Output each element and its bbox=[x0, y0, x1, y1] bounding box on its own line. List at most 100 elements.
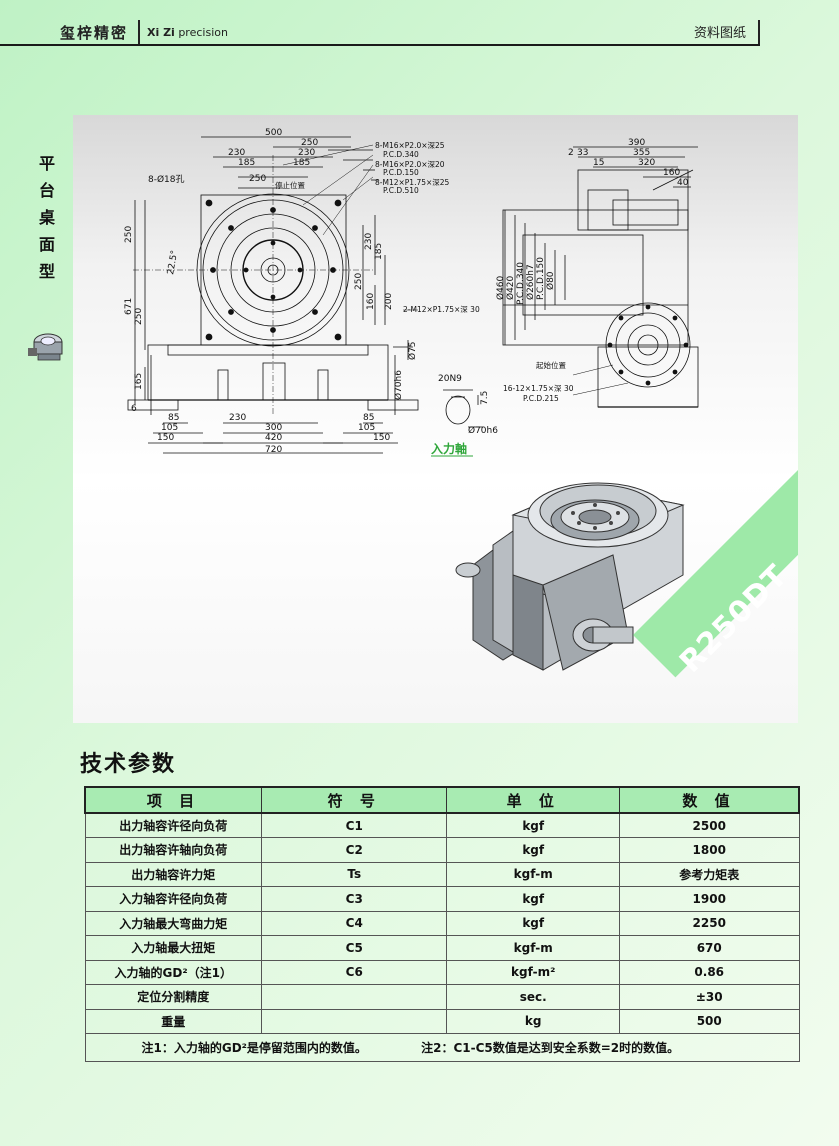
technical-drawing-panel: 500 250 230 230 185 185 250 8-Ø18孔 22.5°… bbox=[73, 115, 798, 723]
spec-pcd510: P.C.D.510 bbox=[383, 186, 419, 195]
spec-pcd150: P.C.D.150 bbox=[383, 168, 419, 177]
dim-phi260: Ø260h7 bbox=[525, 264, 536, 300]
table-notes-row: 注1：入力轴的GD²是停留范围内的数值。 注2：C1-C5数值是达到安全系数=2… bbox=[84, 1033, 800, 1062]
dim-230-v: 230 bbox=[364, 233, 374, 250]
cell-symbol bbox=[260, 984, 448, 1010]
front-base bbox=[147, 344, 389, 401]
dim-300: 300 bbox=[265, 423, 282, 433]
dim-2: 2 bbox=[568, 148, 574, 158]
table-row: 入力轴容许径向负荷 C3 kgf 1900 bbox=[84, 886, 800, 912]
dim-phi80: Ø80 bbox=[545, 271, 556, 290]
engineering-drawing: 500 250 230 230 185 185 250 8-Ø18孔 22.5°… bbox=[124, 128, 699, 671]
spec-m12-25: 8-M12×P1.75×深25 bbox=[375, 178, 450, 187]
cell-symbol: C5 bbox=[260, 935, 448, 961]
header-right-separator bbox=[758, 20, 760, 46]
dim-250-v3: 250 bbox=[354, 273, 364, 290]
cell-value: ±30 bbox=[618, 984, 800, 1010]
table-row: 出力轴容许力矩 Ts kgf-m 参考力矩表 bbox=[84, 861, 800, 887]
col-item: 项 目 bbox=[84, 786, 262, 814]
table-row: 入力轴最大扭矩 C5 kgf-m 670 bbox=[84, 935, 800, 961]
cell-unit: kgf-m bbox=[446, 935, 620, 961]
dim-390: 390 bbox=[628, 138, 645, 148]
side-flange-circle bbox=[605, 302, 691, 388]
table-row: 重量 kg 500 bbox=[84, 1008, 800, 1034]
dim-side-pcd340: P.C.D.340 bbox=[516, 262, 526, 305]
table-header-row: 项 目 符 号 单 位 数 值 bbox=[84, 786, 800, 814]
table-row: 入力轴的GD²（注1） C6 kgf-m² 0.86 bbox=[84, 959, 800, 985]
table-row: 入力轴最大弯曲力矩 C4 kgf 2250 bbox=[84, 910, 800, 936]
dim-185-right: 185 bbox=[293, 158, 310, 168]
cell-value: 2250 bbox=[618, 910, 800, 936]
cell-unit: kgf bbox=[446, 886, 620, 912]
dim-185-left: 185 bbox=[238, 158, 255, 168]
dim-320: 320 bbox=[638, 158, 655, 168]
spec-m16-25: 8-M16×P2.0×深25 bbox=[375, 141, 445, 150]
dim-15: 15 bbox=[593, 158, 604, 168]
brand-logo-text: 玺梓精密 bbox=[60, 24, 129, 42]
cell-symbol: C1 bbox=[260, 812, 448, 838]
cell-value: 1900 bbox=[618, 886, 800, 912]
dim-150-left: 150 bbox=[157, 433, 174, 443]
cell-value: 0.86 bbox=[618, 959, 800, 985]
dim-250-v1: 250 bbox=[124, 226, 134, 243]
dim-105-left: 105 bbox=[161, 423, 178, 433]
dim-holes: 8-Ø18孔 bbox=[148, 174, 185, 185]
dim-230-left: 230 bbox=[228, 148, 245, 158]
cell-item: 入力轴最大弯曲力矩 bbox=[84, 910, 262, 936]
dim-230-right: 230 bbox=[298, 148, 315, 158]
dim-150-right: 150 bbox=[373, 433, 390, 443]
dim-85-left: 85 bbox=[168, 413, 179, 423]
spec-pcd215: P.C.D.215 bbox=[523, 394, 559, 403]
cell-symbol: C4 bbox=[260, 910, 448, 936]
side-motor-block bbox=[577, 169, 689, 231]
cell-item: 出力轴容许径向负荷 bbox=[84, 812, 262, 838]
note-1: 注1：入力轴的GD²是停留范围内的数值。 bbox=[141, 1041, 367, 1055]
dim-6: 6 bbox=[131, 404, 137, 414]
brand-english: Xi Zi precision bbox=[147, 26, 228, 39]
dim-250-top: 250 bbox=[301, 138, 318, 148]
dim-20n9: 20N9 bbox=[438, 374, 462, 384]
col-value: 数 值 bbox=[618, 786, 800, 814]
spec-m12-30: 2-M12×P1.75×深 30 bbox=[403, 305, 480, 314]
header-separator bbox=[138, 20, 140, 44]
indexer-thumbnail-icon bbox=[28, 333, 63, 361]
section-label: 资料图纸 bbox=[694, 26, 747, 41]
dim-355: 355 bbox=[633, 148, 650, 158]
dim-165: 165 bbox=[134, 373, 144, 390]
dim-250-mid: 250 bbox=[249, 174, 266, 184]
col-unit: 单 位 bbox=[446, 786, 620, 814]
cell-symbol bbox=[260, 1008, 448, 1034]
label-stop-position: 停止位置 bbox=[275, 180, 305, 190]
cell-unit: kgf bbox=[446, 837, 620, 863]
dim-33: 33 bbox=[577, 148, 588, 158]
cell-item: 出力轴容许力矩 bbox=[84, 861, 262, 887]
cell-item: 重量 bbox=[84, 1008, 262, 1034]
dim-105-right: 105 bbox=[358, 423, 375, 433]
dim-200-v: 200 bbox=[384, 293, 394, 310]
cell-value: 500 bbox=[618, 1008, 800, 1034]
note-2: 注2：C1-C5数值是达到安全系数=2时的数值。 bbox=[421, 1041, 680, 1055]
cell-unit: kgf-m² bbox=[446, 959, 620, 985]
cell-unit: kgf bbox=[446, 812, 620, 838]
dim-230-bottom: 230 bbox=[229, 413, 246, 423]
spec-16-12-30: 16-12×1.75×深 30 bbox=[503, 384, 574, 393]
dim-40: 40 bbox=[677, 178, 689, 188]
cell-symbol: C6 bbox=[260, 959, 448, 985]
dim-side-pcd150: P.C.D.150 bbox=[536, 257, 546, 300]
cell-value: 1800 bbox=[618, 837, 800, 863]
col-symbol: 符 号 bbox=[260, 786, 448, 814]
dim-500: 500 bbox=[265, 128, 282, 138]
dim-phi420: Ø420 bbox=[505, 275, 516, 300]
dim-angle: 22.5° bbox=[166, 250, 180, 276]
header-rule bbox=[0, 44, 760, 46]
cell-value: 2500 bbox=[618, 812, 800, 838]
label-input-shaft: 入力軸 bbox=[431, 441, 467, 456]
cell-symbol: Ts bbox=[260, 861, 448, 887]
dim-phi70: Ø70h6 bbox=[393, 370, 404, 400]
dim-160: 160 bbox=[663, 168, 680, 178]
label-start-position: 起始位置 bbox=[536, 360, 566, 370]
table-notes: 注1：入力轴的GD²是停留范围内的数值。 注2：C1-C5数值是达到安全系数=2… bbox=[84, 1033, 800, 1062]
dim-185-v: 185 bbox=[374, 243, 384, 260]
cell-unit: sec. bbox=[446, 984, 620, 1010]
dim-420: 420 bbox=[265, 433, 282, 443]
